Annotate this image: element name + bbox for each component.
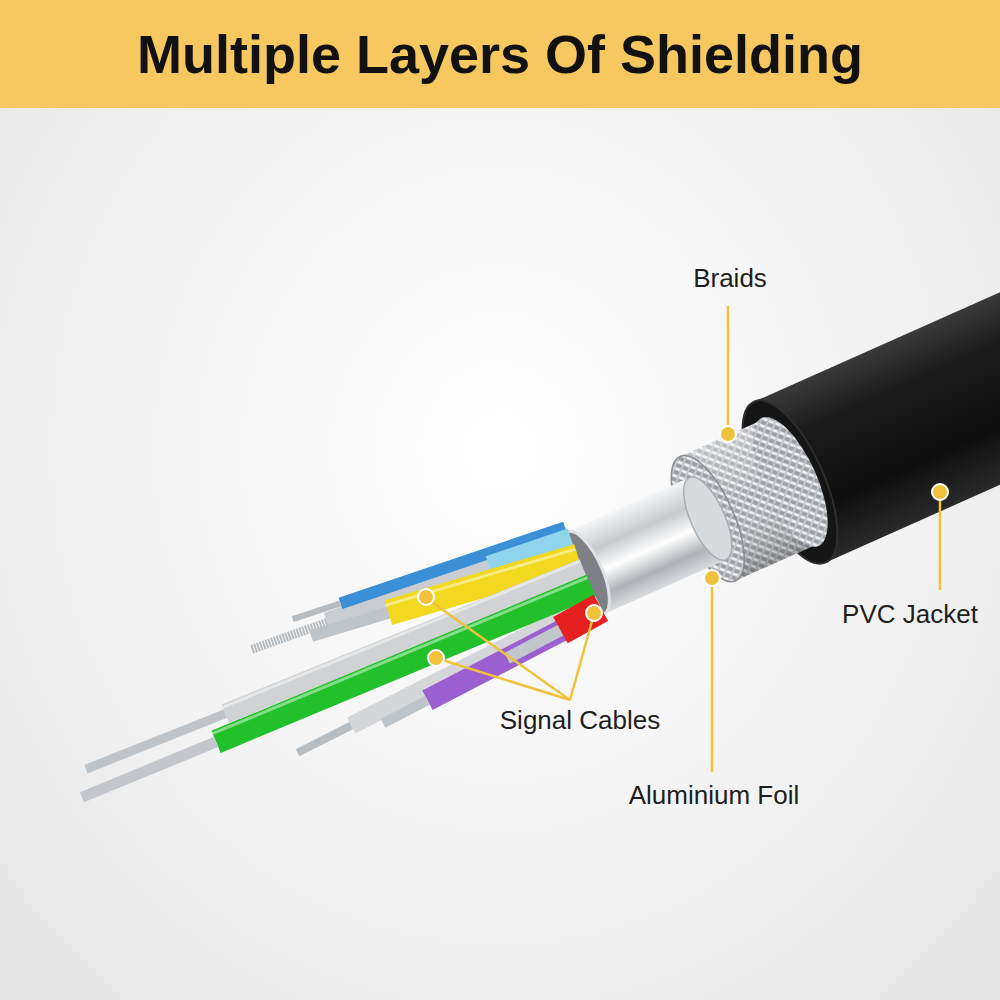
part-label: Signal Cables	[500, 706, 660, 736]
title-band: Multiple Layers Of Shielding	[0, 0, 1000, 108]
part-label: PVC Jacket	[842, 600, 978, 630]
title: Multiple Layers Of Shielding	[137, 23, 863, 85]
part-label: Braids	[693, 264, 767, 294]
part-label: Aluminium Foil	[629, 781, 800, 811]
